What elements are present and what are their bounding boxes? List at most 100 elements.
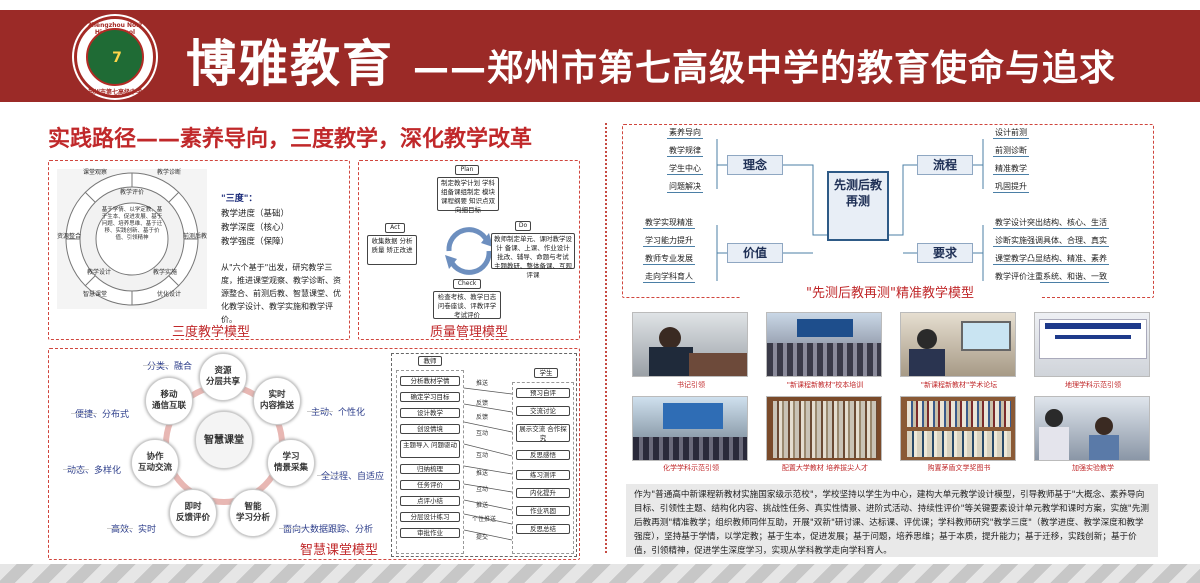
calligraphy-title: 博雅教育: [186, 34, 394, 93]
student-step: 练习测评: [516, 470, 570, 480]
tag-mobile: 便捷、分布式: [70, 407, 129, 420]
three-degree-panel: 课堂观察 教学诊断 资源整合 前测后教 智慧课堂 优化设计 教学评价 教学设计 …: [48, 160, 350, 340]
mm-idea-item: 素养导向: [667, 128, 703, 139]
teacher-step: 主题导入 问题驱动: [400, 440, 460, 458]
node-cooperate: 协作 互动交流: [131, 439, 179, 487]
mindmap-panel: 素养导向 教学规律 学生中心 问题解决 理念 教学实现精准 学习能力提升 教师专…: [622, 124, 1154, 298]
mm-req-item: 课堂教学凸显结构、精准、素养: [993, 254, 1109, 265]
node-analysis: 智能 学习分析: [229, 489, 277, 537]
photo-caption: 配置大学教材 培养拔尖人才: [781, 464, 869, 472]
flow-arrow-label: 互动: [476, 452, 489, 459]
do-label: Do: [515, 221, 531, 231]
flow-arrow-label: 反馈: [476, 414, 489, 421]
teacher-step: 任务评价: [400, 480, 460, 490]
vertical-divider: [605, 123, 607, 553]
teacher-step: 分析教材学情: [400, 376, 460, 386]
degree-item: 教学强度（保障）: [221, 237, 290, 247]
node-push: 实时 内容推送: [253, 377, 301, 425]
ring-outer-5: 优化设计: [156, 291, 181, 298]
mindmap-caption: "先测后教再测"精准教学模型: [740, 282, 1040, 301]
flow-arrow-label: 提交: [476, 534, 489, 541]
ring-center: 基于学情、以学定教、基于生本、促进发展、基于问题、培养思维、基于迁移、实践创新、…: [101, 207, 163, 241]
bookshelf-photo-icon: [766, 396, 882, 461]
plan-label: Plan: [455, 165, 479, 175]
mm-value-item: 走向学科育人: [643, 272, 695, 283]
photo-caption: 化学学科示范引领: [663, 464, 719, 472]
ring-mid-1: 教学设计: [86, 269, 111, 276]
header-band: [0, 10, 1200, 102]
teacher-step: 创设情境: [400, 424, 460, 434]
presentation-photo-icon: [1034, 312, 1150, 377]
tag-push: 主动、个性化: [306, 405, 365, 418]
mm-process-item: 前测诊断: [993, 146, 1029, 157]
ring-outer-4: 智慧课堂: [82, 291, 107, 298]
three-degree-caption: 三度教学模型: [171, 325, 250, 340]
forum-photo-icon: [900, 312, 1016, 377]
cycle-arrows-icon: [445, 227, 493, 275]
tag-analysis: 面向大数据跟踪、分析: [278, 522, 373, 535]
mm-branch-idea: 理念: [727, 155, 783, 175]
mm-idea-item: 学生中心: [667, 164, 703, 175]
flow-arrow-label: 互动: [476, 486, 489, 493]
do-box: 教师制定单元、课时教学设计 备课、上课、作业设计 批改、辅导、命题与考试 主题教…: [491, 233, 575, 279]
auditorium-photo-icon: [766, 312, 882, 377]
tag-feedback: 高效、实时: [106, 522, 156, 535]
student-step: 展示交流 合作探究: [516, 424, 570, 442]
photo-caption: "新课程新教材"校本培训: [786, 381, 864, 389]
school-logo: Zhengzhou No.7 High School 7 郑州市第七高级中学: [74, 16, 156, 98]
mm-req-item: 教学评价注重系统、和谐、一致: [993, 272, 1109, 283]
mm-idea-item: 问题解决: [667, 182, 703, 193]
smart-panel: 智慧课堂 资源 分层共享 实时 内容推送 学习 情景采集 智能 学习分析 即时 …: [48, 348, 580, 560]
student-step: 作业巩固: [516, 506, 570, 516]
logo-emblem: 7: [86, 28, 144, 86]
practice-title: 实践路径——素养导向，三度教学，深化教学改革: [48, 127, 533, 152]
flow-diagram: 教师 学生 分析教材学情 确定学习目标 设计教学 创设情境 主题导入 问题驱动 …: [391, 353, 577, 557]
student-step: 内化提升: [516, 488, 570, 498]
speaker-photo-icon: [632, 312, 748, 377]
ring-outer-3: 前测后教: [182, 233, 207, 240]
three-degree-diagram: [57, 169, 207, 309]
student-column: [512, 382, 574, 554]
flow-arrow-label: 个性推送: [472, 516, 497, 523]
degree-item: 教学深度（核心）: [221, 223, 290, 233]
lab-photo-icon: [1034, 396, 1150, 461]
footer-stripes: [0, 564, 1200, 583]
act-label: Act: [385, 223, 405, 233]
mm-process-item: 设计前测: [993, 128, 1029, 139]
teacher-step: 归纳梳理: [400, 464, 460, 474]
plan-box: 制定教学计划 学科组备课组制定 模块课程纲要 知识点双向细目标: [437, 177, 499, 214]
photo-caption: 地理学科示范引领: [1065, 381, 1121, 389]
teacher-header: 教师: [418, 356, 442, 366]
mm-value-item: 学习能力提升: [643, 236, 695, 247]
student-step: 反思总结: [516, 524, 570, 534]
tag-collect: 全过程、自适应: [316, 469, 384, 482]
mm-branch-requirement: 要求: [917, 243, 973, 263]
mm-branch-process: 流程: [917, 155, 973, 175]
tag-cooperate: 动态、多样化: [62, 463, 121, 476]
ring-mid-2: 教学实施: [152, 269, 177, 276]
mm-value-item: 教学实现精准: [643, 218, 695, 229]
student-step: 交流讨论: [516, 406, 570, 416]
mm-process-item: 巩固提升: [993, 182, 1029, 193]
flow-arrow-label: 推送: [476, 380, 489, 387]
mm-req-item: 教学设计突出结构、核心、生活: [993, 218, 1109, 229]
header-subtitle: ——郑州市第七高级中学的教育使命与追求: [413, 48, 1117, 89]
tag-resources: 分类、融合: [142, 359, 192, 372]
mindmap-lines: [716, 139, 984, 281]
logo-ring-cn: 郑州市第七高级中学: [87, 89, 142, 96]
description-text: 作为"普通高中新课程新教材实施国家级示范校"，学校坚持以学生为中心，建构大单元教…: [626, 484, 1158, 557]
teacher-step: 点评小结: [400, 496, 460, 506]
act-box: 收集数据 分析质量 矫正改进: [367, 235, 417, 265]
photo-caption: "新课程新教材"学术论坛: [920, 381, 998, 389]
node-feedback: 即时 反馈评价: [169, 489, 217, 537]
mm-idea-item: 教学规律: [667, 146, 703, 157]
flow-arrow-label: 推送: [476, 502, 489, 509]
conference-photo-icon: [632, 396, 748, 461]
mm-branch-value: 价值: [727, 243, 783, 263]
node-collect: 学习 情景采集: [267, 439, 315, 487]
teacher-step: 分层设计练习: [400, 512, 460, 522]
quality-caption: 质量管理模型: [429, 325, 508, 340]
mm-process-item: 精准教学: [993, 164, 1029, 175]
check-label: Check: [453, 279, 481, 289]
quality-panel: Plan 制定教学计划 学科组备课组制定 模块课程纲要 知识点双向细目标 Do …: [358, 160, 580, 340]
